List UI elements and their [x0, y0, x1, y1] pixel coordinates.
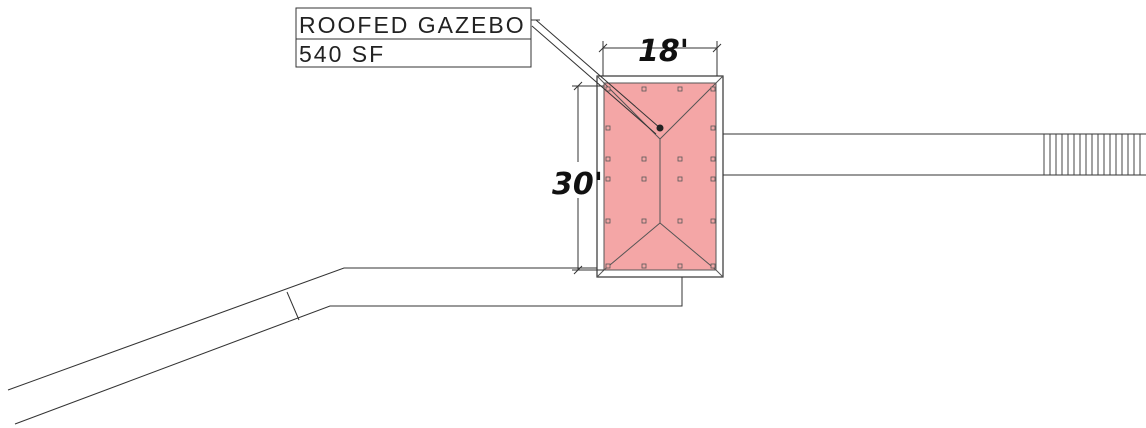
- callout-area: 540 SF: [299, 41, 385, 67]
- width-dimension-line: [598, 41, 722, 76]
- callout-title: ROOFED GAZEBO: [299, 12, 526, 38]
- leader-dot: [656, 124, 664, 132]
- east-stairs: [1043, 134, 1141, 175]
- southwest-walkway: [7, 267, 683, 425]
- length-dimension-mask: [550, 162, 594, 198]
- gazebo-posts: [605, 86, 716, 269]
- length-dimension-label: 30': [552, 167, 603, 202]
- callout-box: [295, 7, 532, 68]
- callout-leader: [531, 19, 661, 135]
- east-walkway: [718, 133, 1146, 176]
- width-dimension-label: 18': [638, 34, 689, 69]
